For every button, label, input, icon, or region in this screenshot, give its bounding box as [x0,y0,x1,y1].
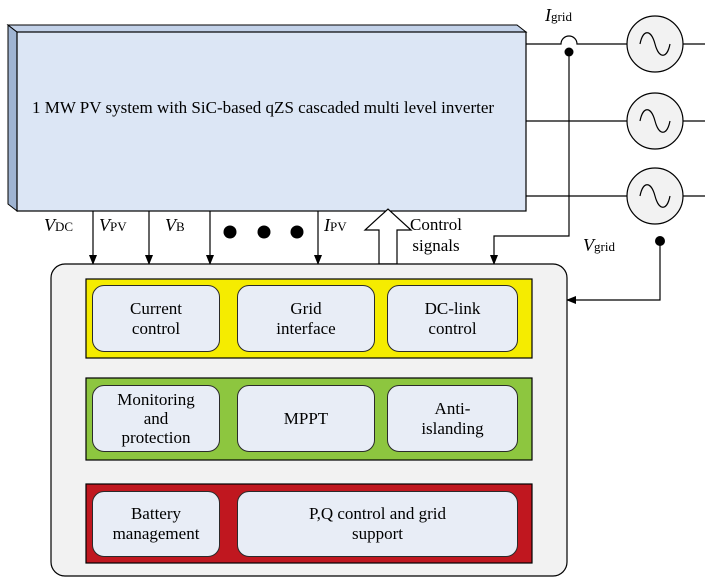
ac-source-icon [626,15,684,73]
ellipsis-dot [257,225,271,239]
module-label: P,Q control and grid support [309,504,446,543]
ipv-label: IPV [324,216,347,234]
vdc-symbol: V [44,215,55,235]
module-grid-interface: Grid interface [237,285,375,352]
vgrid-label: Vgrid [583,236,615,254]
vgrid-subscript: grid [594,239,615,254]
vb-subscript: B [176,219,185,234]
module-current-control: Current control [92,285,220,352]
ipv-subscript: PV [330,219,347,234]
vb-label: VB [165,216,185,234]
vgrid-signal-line [566,241,661,304]
module-label: Grid interface [276,298,336,338]
module-pq-control: P,Q control and grid support [237,491,518,557]
module-battery-management: Battery management [92,491,220,557]
module-label: DC-link control [424,298,481,338]
module-anti-islanding: Anti- islanding [387,385,518,452]
inverter-block-top [6,24,528,33]
ipv-symbol: I [324,215,330,235]
vdc-label: VDC [44,216,73,234]
vdc-subscript: DC [55,219,74,234]
control-signals-label: Control signals [410,215,462,255]
module-dc-link-control: DC-link control [387,285,518,352]
module-label: Current control [130,298,182,338]
inverter-block [16,31,527,212]
ac-source-icon [626,167,684,225]
vpv-label: VPV [99,216,127,234]
vb-symbol: V [165,215,176,235]
module-monitoring-protection: Monitoring and protection [92,385,220,452]
module-label: MPPT [283,408,329,428]
igrid-label: Igrid [545,6,572,24]
module-mppt: MPPT [237,385,375,452]
vpv-subscript: PV [110,219,127,234]
module-label: Monitoring and protection [117,390,195,447]
ac-source-icon [626,92,684,150]
ellipsis-dot [290,225,304,239]
ellipsis-dot [223,225,237,239]
vgrid-symbol: V [583,235,594,255]
control-signals-arrow [363,208,413,265]
module-label: Anti- islanding [421,398,484,438]
module-label: Battery management [112,504,200,543]
inverter-block-side [7,23,18,213]
igrid-subscript: grid [551,9,572,24]
grid-lines [526,35,705,197]
igrid-signal-line [490,52,570,265]
vpv-symbol: V [99,215,110,235]
inverter-title: 1 MW PV system with SiC-based qZS cascad… [31,98,495,117]
igrid-symbol: I [545,5,551,25]
